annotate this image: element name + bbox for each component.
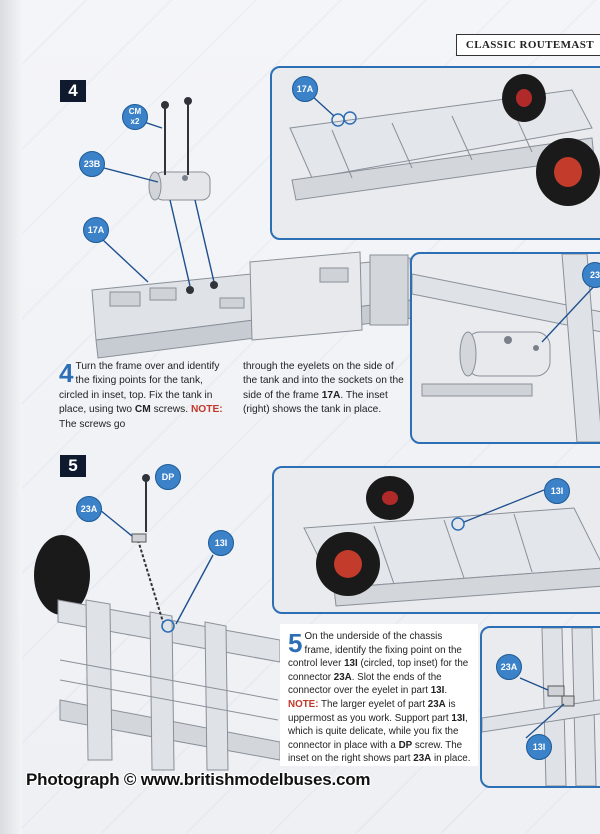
step-5-drop-numeral: 5 xyxy=(288,628,303,658)
step-5-code-5: 13I xyxy=(451,712,465,724)
step-4-right-inset: 23 xyxy=(410,252,600,444)
step-5-right-inset: 23A 13I xyxy=(480,626,600,788)
step-5-code-1: 13I xyxy=(344,658,358,670)
step-5-text-a: On the underside of the chassis frame, i… xyxy=(288,631,462,670)
wheel-front-top xyxy=(366,476,414,520)
label-23b: 23B xyxy=(79,151,105,177)
photo-credit: Photograph © www.britishmodelbuses.com xyxy=(26,770,371,789)
step-4-text-e: . The inset (right) shows the tank in pl… xyxy=(243,389,388,416)
step-4-code-17a: 17A xyxy=(321,389,341,401)
step-4-text-b: screws. xyxy=(150,404,191,416)
tank-in-place xyxy=(459,331,551,377)
step-5-text-d: . xyxy=(444,685,448,697)
label-23a-main: 23A xyxy=(76,496,102,522)
step-5-badge: 5 xyxy=(60,455,86,477)
step-5-text-i: in place. xyxy=(431,753,471,765)
label-17a-main: 17A xyxy=(83,217,109,243)
step-5-code-6: DP xyxy=(398,739,413,751)
step-5-text-h: screw. The inset on the right shows part xyxy=(288,739,463,765)
page-binding xyxy=(0,0,22,834)
step-4-drop-numeral: 4 xyxy=(59,358,74,388)
series-tag: CLASSIC ROUTEMAST xyxy=(455,34,600,56)
label-17a-inset: 17A xyxy=(292,76,318,102)
wheel-top-right xyxy=(502,74,546,122)
step-4-instruction-col2: through the eyelets on the side of the t… xyxy=(243,360,408,418)
step-4-text-c: The screws go xyxy=(59,418,126,430)
step-4-code-cm: CM xyxy=(134,404,151,416)
label-dp: DP xyxy=(155,464,181,490)
step-4-badge: 4 xyxy=(60,80,86,102)
label-cm-qty: x2 xyxy=(130,117,140,126)
label-23a-inset: 23A xyxy=(496,654,522,680)
step-5-code-2: 23A xyxy=(333,671,352,683)
step-5-code-4: 23A xyxy=(427,698,446,710)
label-23-inset: 23 xyxy=(582,262,600,288)
wheel-front-bottom xyxy=(316,532,380,596)
step-5-code-3: 13I xyxy=(430,685,445,697)
step-4-top-inset: 17A xyxy=(270,66,600,240)
label-13i-inset: 13I xyxy=(544,478,570,504)
step-5-text-c: . Slot the ends of the connector over th… xyxy=(288,671,442,697)
step-4-text-d: through the eyelets on the side of the t… xyxy=(243,361,404,401)
step-5-note: NOTE: xyxy=(288,698,319,710)
wheel-bottom-right xyxy=(536,138,600,206)
step-5-text-box xyxy=(280,624,478,766)
step-4-note: NOTE: xyxy=(190,404,223,416)
label-cm-text: CM xyxy=(128,107,142,116)
step-5-code-7: 23A xyxy=(413,753,432,765)
step-5-top-inset: 13I xyxy=(272,466,600,614)
label-cm: CM x2 xyxy=(122,104,148,130)
step-5-text-f: is uppermost as you work. Support part xyxy=(288,698,456,724)
label-13i-main: 13I xyxy=(208,530,234,556)
step-4-text-a: Turn the frame over and identify the fix… xyxy=(59,361,220,416)
label-13i-inset2: 13I xyxy=(526,734,552,760)
step-5-text-e: The larger eyelet of part xyxy=(318,698,428,710)
step-5-text-b: (circled, top inset) for the connector xyxy=(288,658,469,683)
step-5-text-g: , which is quite delicate, while you fix… xyxy=(288,712,468,751)
